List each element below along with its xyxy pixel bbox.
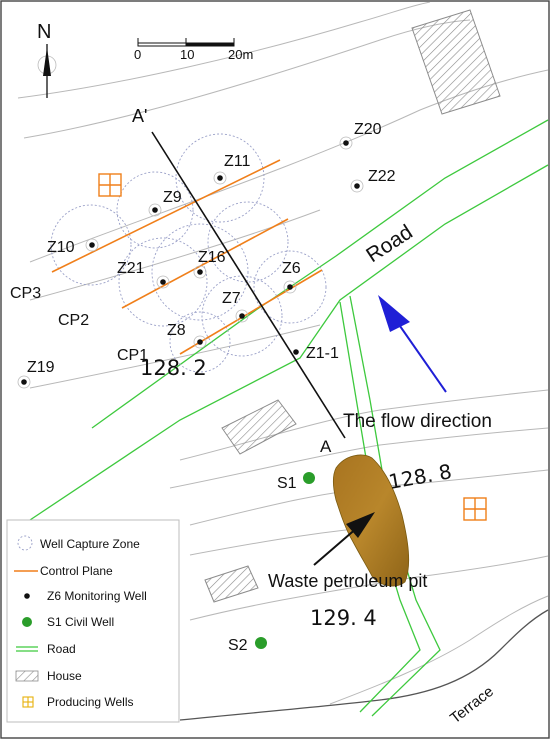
road-icon xyxy=(16,646,38,652)
north-label: N xyxy=(37,21,51,43)
elevation-label: 129. 4 xyxy=(310,606,377,630)
control-plane-cp1 xyxy=(179,269,323,355)
monitoring-well-z1-1: Z1-1 xyxy=(293,345,339,362)
civil-well-s2: S2 xyxy=(228,637,267,654)
monitoring-well-z21: Z21 xyxy=(117,260,170,289)
svg-text:Z1-1: Z1-1 xyxy=(306,345,339,362)
monitoring-well-z22: Z22 xyxy=(350,168,396,193)
svg-text:Z19: Z19 xyxy=(27,359,55,376)
scale-tick: 0 xyxy=(134,47,141,62)
house xyxy=(204,565,259,603)
control-plane-label: CP3 xyxy=(10,285,41,302)
pit-pointer-arrow xyxy=(313,512,375,566)
monitoring-well-z7: Z7 xyxy=(222,290,249,323)
waste-petroleum-pit xyxy=(332,454,410,587)
elevation-label: 128. 8 xyxy=(387,459,454,494)
control-plane-label: CP2 xyxy=(58,312,89,329)
pit-label: Waste petroleum pit xyxy=(268,571,427,591)
monitoring-well-z19: Z19 xyxy=(17,359,55,389)
monitoring-well-z11: Z11 xyxy=(213,153,250,185)
road-label: Road xyxy=(362,221,417,268)
control-plane-label: CP1 xyxy=(117,347,148,364)
producing-well-legend-icon xyxy=(22,696,34,708)
section-label-a-prime: A' xyxy=(132,106,147,126)
scale-tick: 10 xyxy=(180,47,194,62)
monitoring-well-icon xyxy=(24,593,30,599)
svg-text:Z21: Z21 xyxy=(117,260,145,277)
control-planes xyxy=(51,159,323,355)
house xyxy=(411,9,501,115)
legend-monitoring-well: Z6 Monitoring Well xyxy=(47,589,147,603)
monitoring-wells: Z20 Z22 Z11 Z9 Z10 Z16 Z21 Z6 Z7 Z8 Z1-1… xyxy=(17,121,396,389)
svg-text:Z22: Z22 xyxy=(368,168,396,185)
producing-wells xyxy=(98,173,487,521)
legend-producing-wells: Producing Wells xyxy=(47,695,133,709)
scale-bar: 0 10 20m xyxy=(134,38,253,62)
control-plane-cp3 xyxy=(51,159,281,273)
house xyxy=(221,399,297,455)
civil-well-s1: S1 xyxy=(277,472,315,492)
main-road-edge-south xyxy=(29,164,549,521)
svg-text:Z10: Z10 xyxy=(47,239,75,256)
flow-direction-label: The flow direction xyxy=(343,411,492,432)
svg-text:Z16: Z16 xyxy=(198,249,226,266)
legend-capture-zone: Well Capture Zone xyxy=(40,537,140,551)
section-line xyxy=(151,131,346,439)
terrace-label: Terrace xyxy=(447,683,497,727)
svg-text:Z11: Z11 xyxy=(224,153,250,170)
elevation-label: 128. 2 xyxy=(140,356,207,380)
flow-arrow xyxy=(378,295,447,393)
svg-text:Z20: Z20 xyxy=(354,121,382,138)
houses xyxy=(204,9,501,603)
capture-zone-icon xyxy=(17,535,33,551)
producing-well-icon xyxy=(463,497,487,521)
house-icon xyxy=(15,670,39,682)
legend-house: House xyxy=(47,669,82,683)
svg-text:Z8: Z8 xyxy=(167,322,186,339)
legend-civil-well: S1 Civil Well xyxy=(47,615,114,629)
monitoring-well-z9: Z9 xyxy=(148,189,182,217)
north-arrow: N xyxy=(37,21,57,98)
main-road-edge-north xyxy=(91,119,549,429)
monitoring-well-z16: Z16 xyxy=(193,249,226,279)
monitoring-well-z8: Z8 xyxy=(167,322,207,349)
svg-text:S1: S1 xyxy=(277,475,297,492)
civil-wells: S1 S2 xyxy=(228,472,315,654)
svg-text:S2: S2 xyxy=(228,637,248,654)
terrace-edge xyxy=(179,609,549,721)
monitoring-well-z10: Z10 xyxy=(47,238,99,256)
svg-text:Z9: Z9 xyxy=(163,189,182,206)
scale-tick: 20m xyxy=(228,47,253,62)
producing-well-icon xyxy=(98,173,122,197)
legend: Well Capture Zone Control Plane Z6 Monit… xyxy=(6,519,180,723)
legend-control-plane: Control Plane xyxy=(40,564,113,578)
section-label-a: A xyxy=(320,437,332,456)
civil-well-icon xyxy=(22,617,32,627)
monitoring-well-z6: Z6 xyxy=(282,260,301,294)
svg-text:Z7: Z7 xyxy=(222,290,241,307)
svg-text:Z6: Z6 xyxy=(282,260,301,277)
legend-road: Road xyxy=(47,642,76,656)
monitoring-well-z20: Z20 xyxy=(339,121,382,150)
control-plane-cp2 xyxy=(121,218,289,309)
legend-box xyxy=(6,519,180,723)
